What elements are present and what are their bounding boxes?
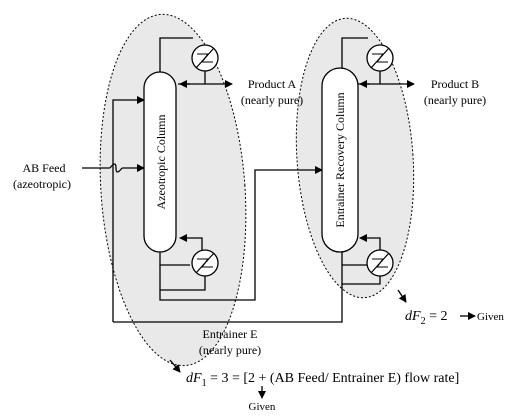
df1-pointer [169, 359, 181, 373]
entrainer-label-2: (nearly pure) [199, 343, 261, 357]
df1-equation: dF1 = 3 = [2 + (AB Feed/ Entrainer E) fl… [186, 371, 459, 389]
azeotropic-column [143, 71, 177, 253]
azeotropic-reboiler-icon [191, 249, 219, 277]
recovery-overhead-line [341, 37, 368, 68]
recovery-bottoms-out [341, 265, 381, 285]
azeotropic-reboiler-return [179, 234, 203, 252]
recovery-condenser-icon [366, 44, 394, 72]
feed-label-1: AB Feed [23, 161, 66, 175]
df2-equation: dF2 = 2 [405, 309, 447, 327]
azeotropic-column-label: Azeotropic Column [154, 115, 168, 210]
recovery-column-label: Entrainer Recovery Column [333, 92, 347, 227]
recovery-column [321, 67, 359, 253]
df2-given: Given [477, 311, 504, 323]
product-b-label-2: (nearly pure) [424, 93, 486, 107]
df1-given: Given [249, 401, 276, 413]
df2-pointer [397, 289, 407, 303]
product-a-label-2: (nearly pure) [241, 93, 303, 107]
entrainer-return-line [113, 284, 343, 323]
entrainer-recycle-in [112, 96, 145, 322]
recovery-reboiler-icon [366, 249, 394, 277]
bottoms-to-recovery [159, 166, 323, 301]
azeotropic-bottoms-out [159, 265, 206, 291]
entrainer-label-1: Entrainer E [203, 327, 258, 341]
azeotropic-overhead-line [159, 37, 193, 72]
feed-label-2: (azeotropic) [13, 177, 71, 191]
product-a-label-1: Product A [248, 77, 297, 91]
azeotropic-condenser-icon [191, 44, 219, 72]
product-b-label-1: Product B [431, 77, 479, 91]
recovery-reboiler-return [359, 234, 381, 250]
